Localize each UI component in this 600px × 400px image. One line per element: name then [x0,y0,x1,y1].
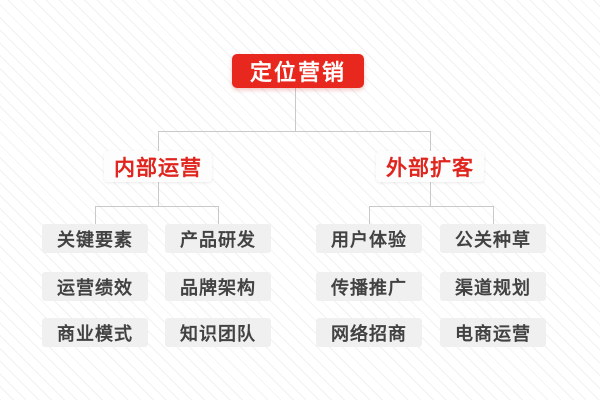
connector-root-stem [295,88,296,132]
connector-left-col2-drop [218,206,219,224]
leaf-node-product-rd: 产品研发 [165,224,271,253]
connector-right-horizontal [369,206,494,207]
connector-right-col1-drop [369,206,370,224]
branch-node-internal-operations: 内部运营 [104,151,212,182]
connector-left-col1-drop [95,206,96,224]
connector-right-stem [430,182,431,207]
connector-branch-right-drop [430,131,431,151]
connector-branch-left-drop [158,131,159,151]
leaf-node-knowledge-team: 知识团队 [165,318,271,347]
leaf-node-ecommerce-operation: 电商运营 [440,318,546,347]
leaf-node-key-elements: 关键要素 [42,224,148,253]
leaf-node-pr-seeding: 公关种草 [440,224,546,253]
leaf-node-channel-planning: 渠道规划 [440,272,546,301]
connector-top-horizontal [158,131,431,132]
connector-left-stem [158,182,159,207]
leaf-node-promotion: 传播推广 [316,272,422,301]
leaf-node-online-investment: 网络招商 [316,318,422,347]
leaf-node-brand-architecture: 品牌架构 [165,272,271,301]
leaf-node-business-model: 商业模式 [42,318,148,347]
connector-right-col2-drop [493,206,494,224]
leaf-node-operation-performance: 运营绩效 [42,272,148,301]
connector-left-horizontal [95,206,219,207]
root-node: 定位营销 [232,54,364,88]
leaf-node-user-experience: 用户体验 [316,224,422,253]
branch-node-external-expansion: 外部扩客 [376,151,484,182]
